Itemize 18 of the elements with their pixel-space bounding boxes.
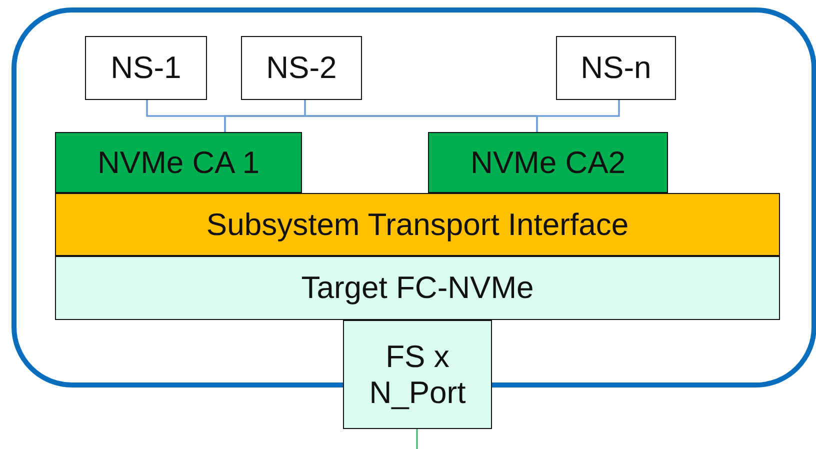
- namespace-box: [241, 36, 362, 100]
- namespace-box: [556, 36, 676, 100]
- connector-line: [416, 429, 418, 449]
- controller-box: [55, 132, 302, 193]
- target-layer-bar: [55, 256, 780, 320]
- node-label: NVMe CA 1: [96, 144, 260, 180]
- node-label: Target FC-NVMe: [300, 270, 535, 306]
- node-label: NS-2: [265, 50, 338, 86]
- port-box: [343, 320, 492, 429]
- node-label: Subsystem Transport Interface: [205, 206, 630, 242]
- node-label: NS-n: [580, 50, 652, 86]
- transport-layer-bar: [55, 193, 780, 256]
- namespace-box: [85, 36, 207, 100]
- node-label: NS-1: [110, 50, 182, 86]
- node-label: FS x N_Port: [368, 338, 467, 410]
- connector-line: [536, 100, 620, 132]
- node-label: NVMe CA2: [469, 144, 627, 180]
- controller-box: [428, 132, 668, 193]
